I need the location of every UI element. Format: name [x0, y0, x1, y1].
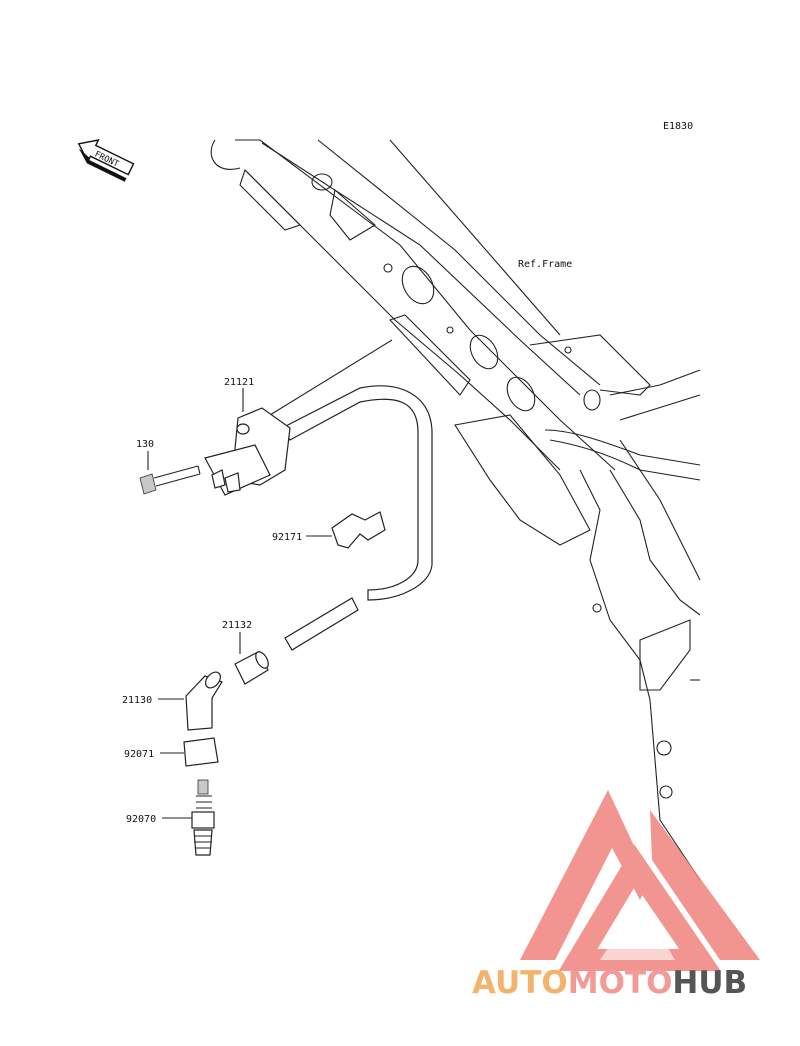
- clamp: [331, 511, 386, 549]
- part-number-92071: 92071: [124, 749, 154, 760]
- part-number-21130: 21130: [122, 695, 152, 706]
- part-number-130: 130: [136, 439, 154, 450]
- ref-frame-label: Ref.Frame: [518, 259, 572, 270]
- watermark-logo-icon: [520, 790, 760, 971]
- bolt: [139, 465, 201, 495]
- part-number-21121: 21121: [224, 377, 254, 388]
- wordmark-moto: MOTO: [567, 965, 673, 1001]
- cap: [234, 651, 269, 685]
- plug-cap: [185, 671, 223, 731]
- part-number-21132: 21132: [222, 620, 252, 631]
- ignition-coil: [204, 407, 291, 496]
- watermark-wordmark: AUTOMOTOHUB: [472, 965, 747, 1001]
- front-arrow-icon: FRONT: [77, 139, 135, 182]
- diagram-code: E1830: [663, 121, 693, 132]
- wordmark-hub: HUB: [672, 965, 748, 1001]
- part-number-92070: 92070: [126, 814, 156, 825]
- high-tension-lead: [281, 385, 433, 651]
- sleeve: [183, 737, 219, 767]
- wordmark-auto: AUTO: [472, 965, 568, 1001]
- part-number-92171: 92171: [272, 532, 302, 543]
- frame-outline: [210, 139, 701, 881]
- spark-plug: [191, 779, 215, 856]
- part-labels: 21121 130 92171 21132 21130 92071 92070: [122, 377, 332, 825]
